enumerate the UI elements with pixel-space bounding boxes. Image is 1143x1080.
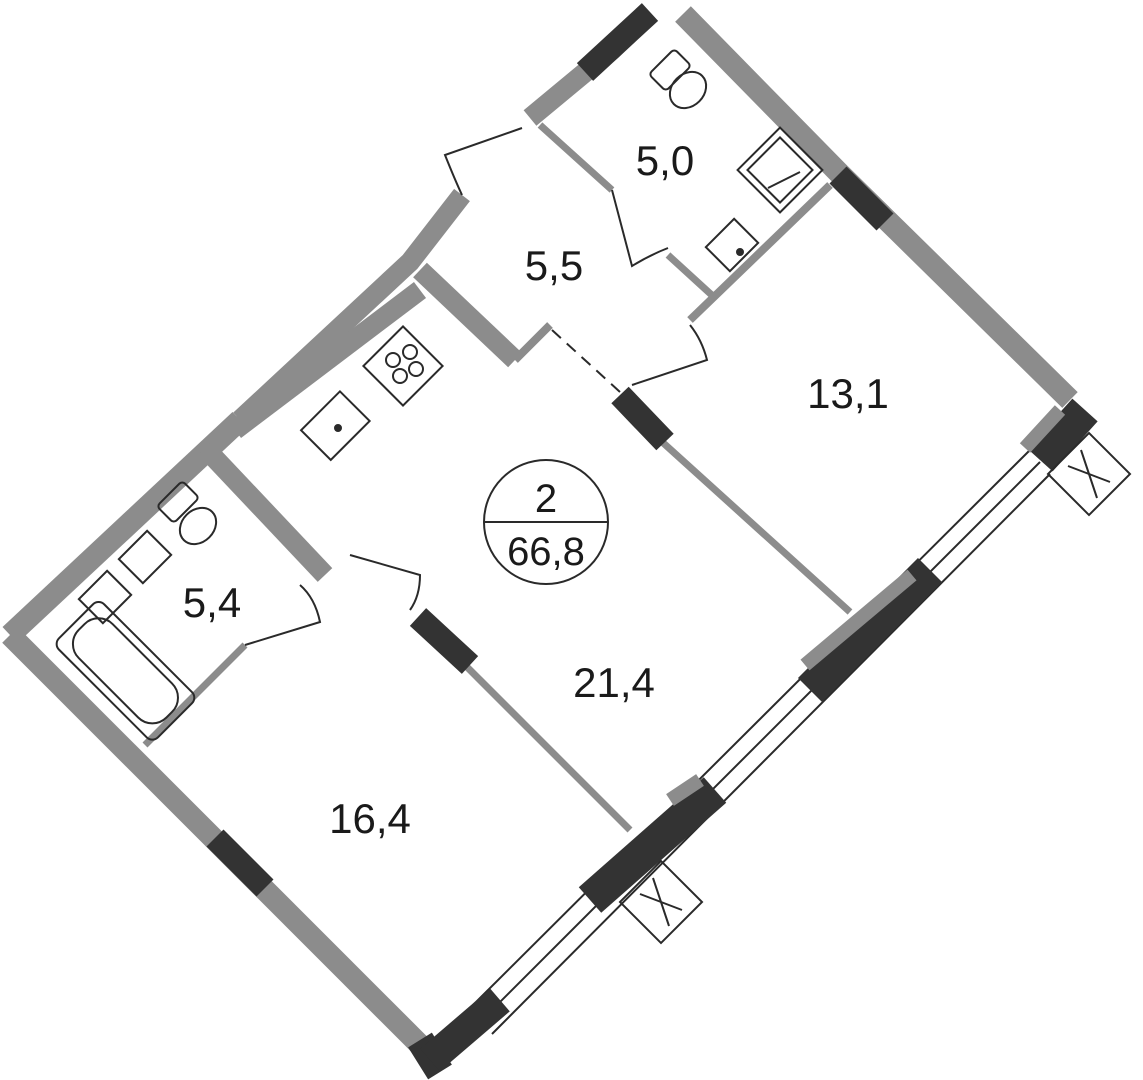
facade-dark-4 [420, 988, 510, 1072]
partition-bath1-room [142, 642, 248, 748]
partition-hall-living-2 [512, 322, 553, 363]
fixtures [55, 49, 1132, 945]
partition-hall-bath2 [537, 122, 615, 193]
vent-shaft-icon [1046, 431, 1132, 517]
partition-room-living [457, 657, 633, 833]
stove-icon [361, 324, 445, 408]
partition-bedroom-dark [611, 386, 674, 451]
facade-dark-1 [1027, 398, 1098, 472]
exterior-wall-north-corridor [233, 188, 470, 428]
toilet-icon-2 [157, 481, 218, 546]
kitchen-sink-icon [299, 389, 372, 462]
dark-wall-southwest [206, 829, 274, 897]
apartment-badge: 2 66,8 [483, 459, 609, 585]
room-area-bathroom-1: 5,4 [183, 579, 241, 626]
washbasin-icon-2 [117, 529, 173, 585]
bath1-door-swing [244, 584, 322, 646]
room-area-hall: 5,5 [525, 242, 583, 289]
partition-room-dark [409, 608, 479, 674]
vent-shaft-icon-2 [618, 859, 704, 945]
dark-wall-top [576, 3, 659, 81]
facade-dark-2 [797, 557, 943, 703]
room-area-bathroom-2: 5,0 [636, 137, 694, 184]
bath2-door-swing [611, 189, 669, 268]
room-area-living-kitchen: 21,4 [573, 659, 655, 706]
shower-icon [736, 126, 824, 214]
room-area-room: 16,4 [329, 795, 411, 842]
facade-dark-3 [578, 777, 727, 913]
total-area: 66,8 [507, 530, 585, 574]
partition-hall-living [413, 262, 522, 368]
facade-gray-3 [666, 774, 704, 806]
bathtub-icon [55, 601, 196, 741]
washbasin-icon [704, 217, 760, 273]
partition-bath1-kitchen [197, 441, 333, 582]
glazing-line-1 [467, 449, 1031, 1011]
washbasin-icon-3 [77, 569, 133, 625]
dark-wall-east [829, 166, 894, 231]
hall-opening-dashed [551, 329, 621, 393]
glazing-line-2 [479, 461, 1041, 1023]
room-area-bedroom: 13,1 [807, 370, 889, 417]
rooms-count: 2 [535, 477, 557, 521]
doors [244, 127, 709, 646]
partition-bedroom-living [657, 437, 853, 615]
partition-kitchen-vent [228, 282, 427, 438]
entrance-door-swing [443, 127, 523, 196]
exterior-wall-northeast [675, 6, 1078, 408]
room-labels: 5,0 5,5 13,1 5,4 21,4 16,4 [183, 137, 889, 842]
partition-bath2-inner [665, 252, 718, 301]
living-door-swing [349, 554, 422, 611]
glazing-line-3 [491, 473, 1051, 1035]
toilet-icon [649, 49, 708, 110]
bedroom-door-swing [631, 324, 709, 386]
facade-gray-2 [800, 569, 917, 671]
facade-gray-1 [1019, 405, 1066, 453]
walls [2, 3, 1098, 1080]
